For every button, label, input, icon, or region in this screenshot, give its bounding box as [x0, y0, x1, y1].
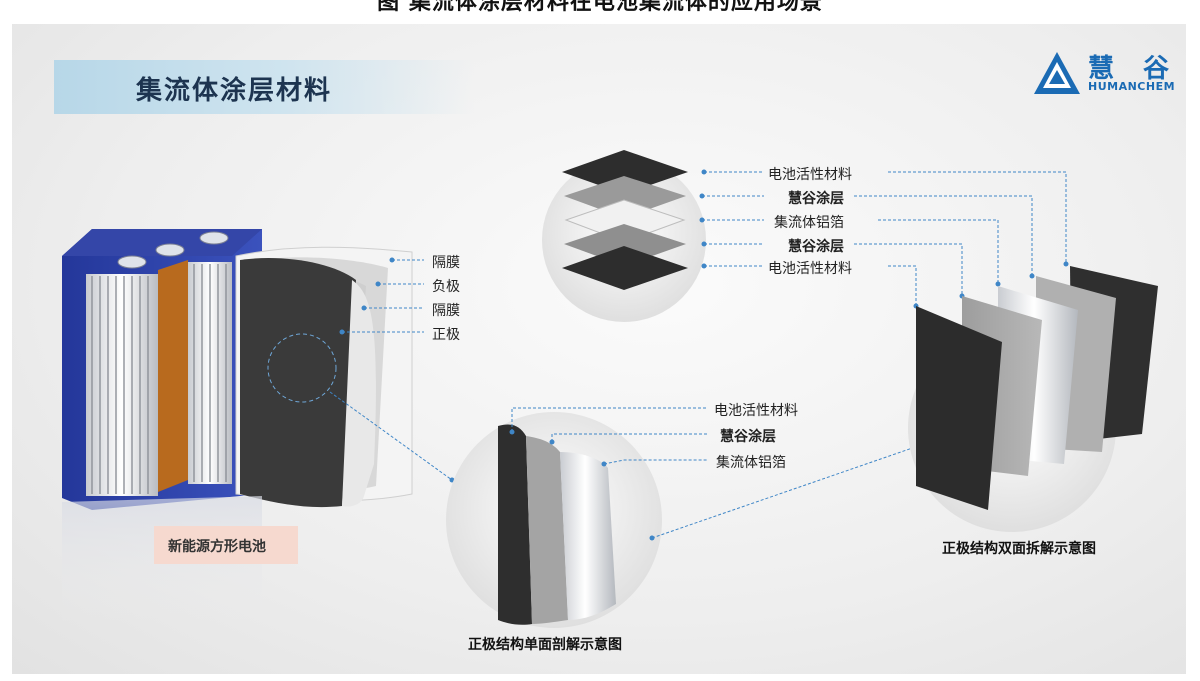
double-side-caption: 正极结构双面拆解示意图	[942, 541, 1096, 557]
stack-label-foil: 集流体铝箔	[774, 215, 844, 231]
label-separator-2: 隔膜	[432, 303, 460, 319]
single-side-illustration	[446, 412, 662, 628]
single-label-active: 电池活性材料	[714, 403, 798, 419]
battery-name: 新能源方形电池	[168, 539, 266, 555]
stack-label-coating-bottom: 慧谷涂层	[788, 239, 844, 255]
slide: 集流体涂层材料 慧 谷 HUMANCHEM	[12, 24, 1186, 674]
label-cathode: 正极	[432, 327, 460, 343]
stack-label-coating-top: 慧谷涂层	[788, 191, 844, 207]
label-separator-1: 隔膜	[432, 255, 460, 271]
logo-text-cn: 慧 谷	[1088, 54, 1180, 84]
logo-text-en: HUMANCHEM	[1088, 80, 1176, 93]
top-stack-illustration	[542, 150, 706, 322]
diagram-artwork	[62, 150, 1158, 628]
logo-icon	[1034, 52, 1080, 94]
battery-illustration	[62, 229, 413, 624]
single-label-coating: 慧谷涂层	[720, 429, 776, 445]
slide-title: 集流体涂层材料	[136, 76, 333, 106]
stack-label-active-bottom: 电池活性材料	[768, 261, 852, 277]
double-side-illustration	[908, 266, 1158, 532]
logo: 慧 谷 HUMANCHEM	[1032, 44, 1186, 104]
figure-caption: 图 集流体涂层材料在电池集流体的应用场景	[377, 0, 823, 15]
single-label-foil: 集流体铝箔	[716, 455, 786, 471]
title-band: 集流体涂层材料	[54, 60, 474, 114]
single-side-caption: 正极结构单面剖解示意图	[468, 637, 622, 653]
label-anode: 负极	[432, 279, 460, 295]
stack-label-active-top: 电池活性材料	[768, 167, 852, 183]
battery-name-tag: 新能源方形电池	[154, 526, 298, 564]
